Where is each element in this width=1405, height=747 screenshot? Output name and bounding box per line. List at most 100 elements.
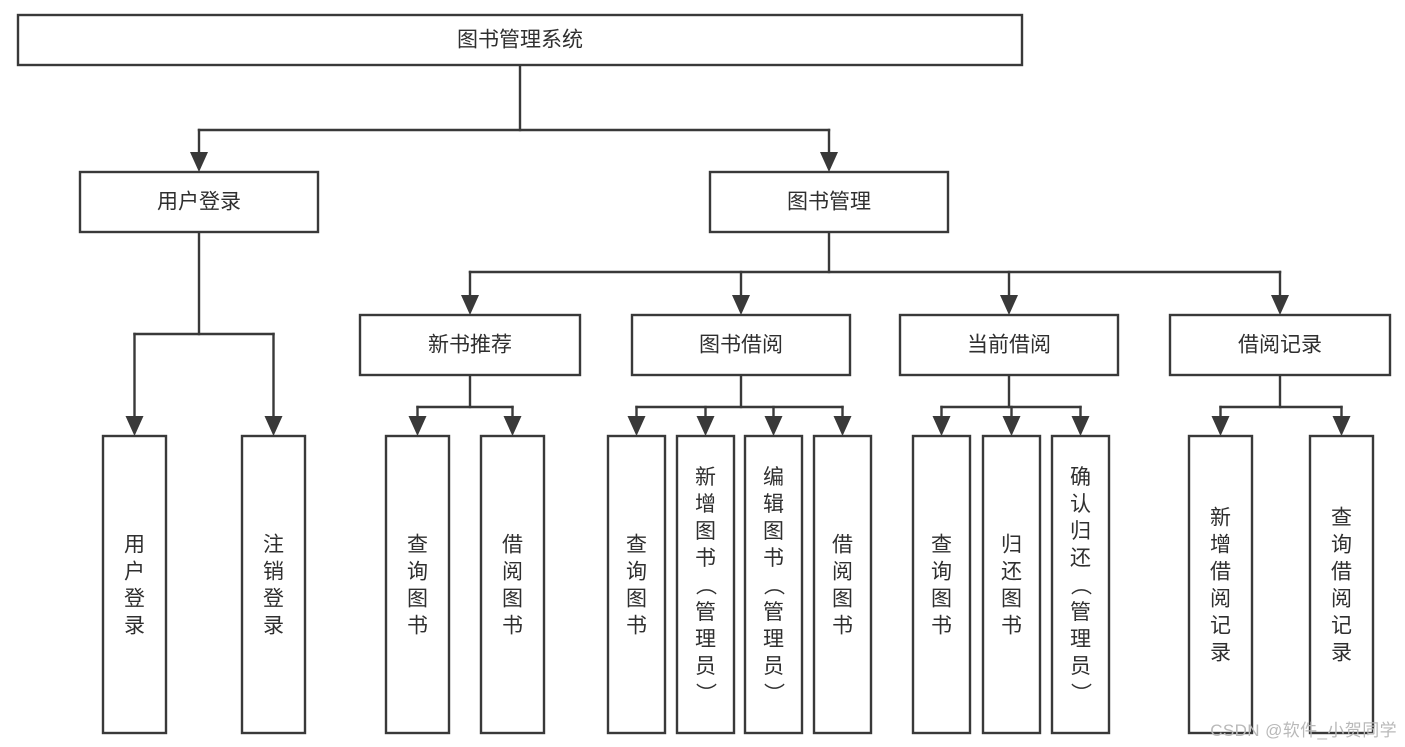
svg-text:用: 用: [124, 534, 145, 557]
node-label: 新书推荐: [428, 334, 512, 357]
node-label: 图书管理系统: [457, 29, 583, 52]
svg-text:）: ）: [694, 683, 717, 704]
svg-text:借: 借: [1210, 561, 1231, 584]
svg-text:书: 书: [407, 615, 428, 638]
svg-text:管: 管: [763, 601, 784, 624]
svg-text:）: ）: [1069, 683, 1092, 704]
svg-text:阅: 阅: [1331, 588, 1352, 611]
svg-text:图: 图: [695, 520, 716, 543]
node-user-login[interactable]: 用户登录: [78, 170, 320, 234]
svg-text:录: 录: [1331, 642, 1352, 665]
svg-text:查: 查: [626, 534, 647, 557]
svg-text:记: 记: [1210, 615, 1231, 638]
svg-text:录: 录: [1210, 642, 1231, 665]
node-label: 图书借阅: [699, 334, 783, 357]
svg-text:登: 登: [124, 588, 145, 611]
svg-text:编: 编: [763, 466, 784, 489]
node-book-borrow[interactable]: 图书借阅: [630, 313, 852, 377]
svg-text:（: （: [694, 575, 717, 596]
svg-text:（: （: [1069, 575, 1092, 596]
svg-text:新: 新: [1210, 507, 1231, 530]
svg-text:注: 注: [263, 534, 284, 557]
svg-text:查: 查: [1331, 507, 1352, 530]
svg-text:增: 增: [1210, 534, 1231, 557]
svg-text:）: ）: [762, 683, 785, 704]
node-new-book-recommend[interactable]: 新书推荐: [358, 313, 582, 377]
svg-text:借: 借: [502, 534, 523, 557]
svg-text:书: 书: [763, 547, 784, 570]
svg-text:辑: 辑: [763, 493, 784, 516]
svg-text:书: 书: [502, 615, 523, 638]
svg-text:阅: 阅: [502, 561, 523, 584]
node-label: 借阅记录: [1238, 334, 1322, 357]
svg-text:员: 员: [1070, 655, 1091, 678]
svg-text:阅: 阅: [832, 561, 853, 584]
svg-text:记: 记: [1331, 615, 1352, 638]
svg-text:查: 查: [407, 534, 428, 557]
svg-text:理: 理: [695, 628, 716, 651]
svg-text:图: 图: [931, 588, 952, 611]
svg-text:户: 户: [124, 561, 145, 584]
node-borrow-record[interactable]: 借阅记录: [1168, 313, 1392, 377]
arrow-heads-layer: [125, 152, 1351, 436]
csdn-watermark: CSDN @软件_小贺同学: [1210, 721, 1397, 740]
svg-text:理: 理: [1070, 628, 1091, 651]
node-label: 用户登录: [157, 191, 241, 214]
svg-text:询: 询: [931, 561, 952, 584]
svg-text:登: 登: [263, 588, 284, 611]
svg-text:录: 录: [124, 615, 145, 638]
svg-text:还: 还: [1070, 547, 1091, 570]
svg-text:还: 还: [1001, 561, 1022, 584]
svg-text:员: 员: [695, 655, 716, 678]
svg-text:归: 归: [1070, 520, 1091, 543]
node-root[interactable]: 图书管理系统: [16, 13, 1024, 67]
svg-text:录: 录: [263, 615, 284, 638]
svg-text:管: 管: [1070, 601, 1091, 624]
svg-text:询: 询: [626, 561, 647, 584]
svg-text:图: 图: [502, 588, 523, 611]
svg-text:增: 增: [695, 493, 716, 516]
svg-text:书: 书: [695, 547, 716, 570]
node-label: 图书管理: [787, 191, 871, 214]
svg-text:图: 图: [763, 520, 784, 543]
svg-text:图: 图: [407, 588, 428, 611]
node-current-borrow[interactable]: 当前借阅: [898, 313, 1120, 377]
edges-layer: [133, 63, 1343, 418]
svg-text:图: 图: [1001, 588, 1022, 611]
nodes-layer: 图书管理系统用户登录图书管理新书推荐图书借阅当前借阅借阅记录用户登录注销登录查询…: [16, 13, 1392, 735]
svg-text:归: 归: [1001, 534, 1022, 557]
node-label: 当前借阅: [967, 334, 1051, 357]
svg-text:书: 书: [931, 615, 952, 638]
node-book-manage[interactable]: 图书管理: [708, 170, 950, 234]
svg-text:书: 书: [1001, 615, 1022, 638]
svg-text:确: 确: [1070, 466, 1091, 489]
svg-text:询: 询: [407, 561, 428, 584]
svg-text:借: 借: [832, 534, 853, 557]
svg-text:书: 书: [626, 615, 647, 638]
node-leaf-user-login[interactable]: 用户登录: [101, 434, 168, 735]
svg-text:员: 员: [763, 655, 784, 678]
svg-text:图: 图: [626, 588, 647, 611]
svg-text:管: 管: [695, 601, 716, 624]
